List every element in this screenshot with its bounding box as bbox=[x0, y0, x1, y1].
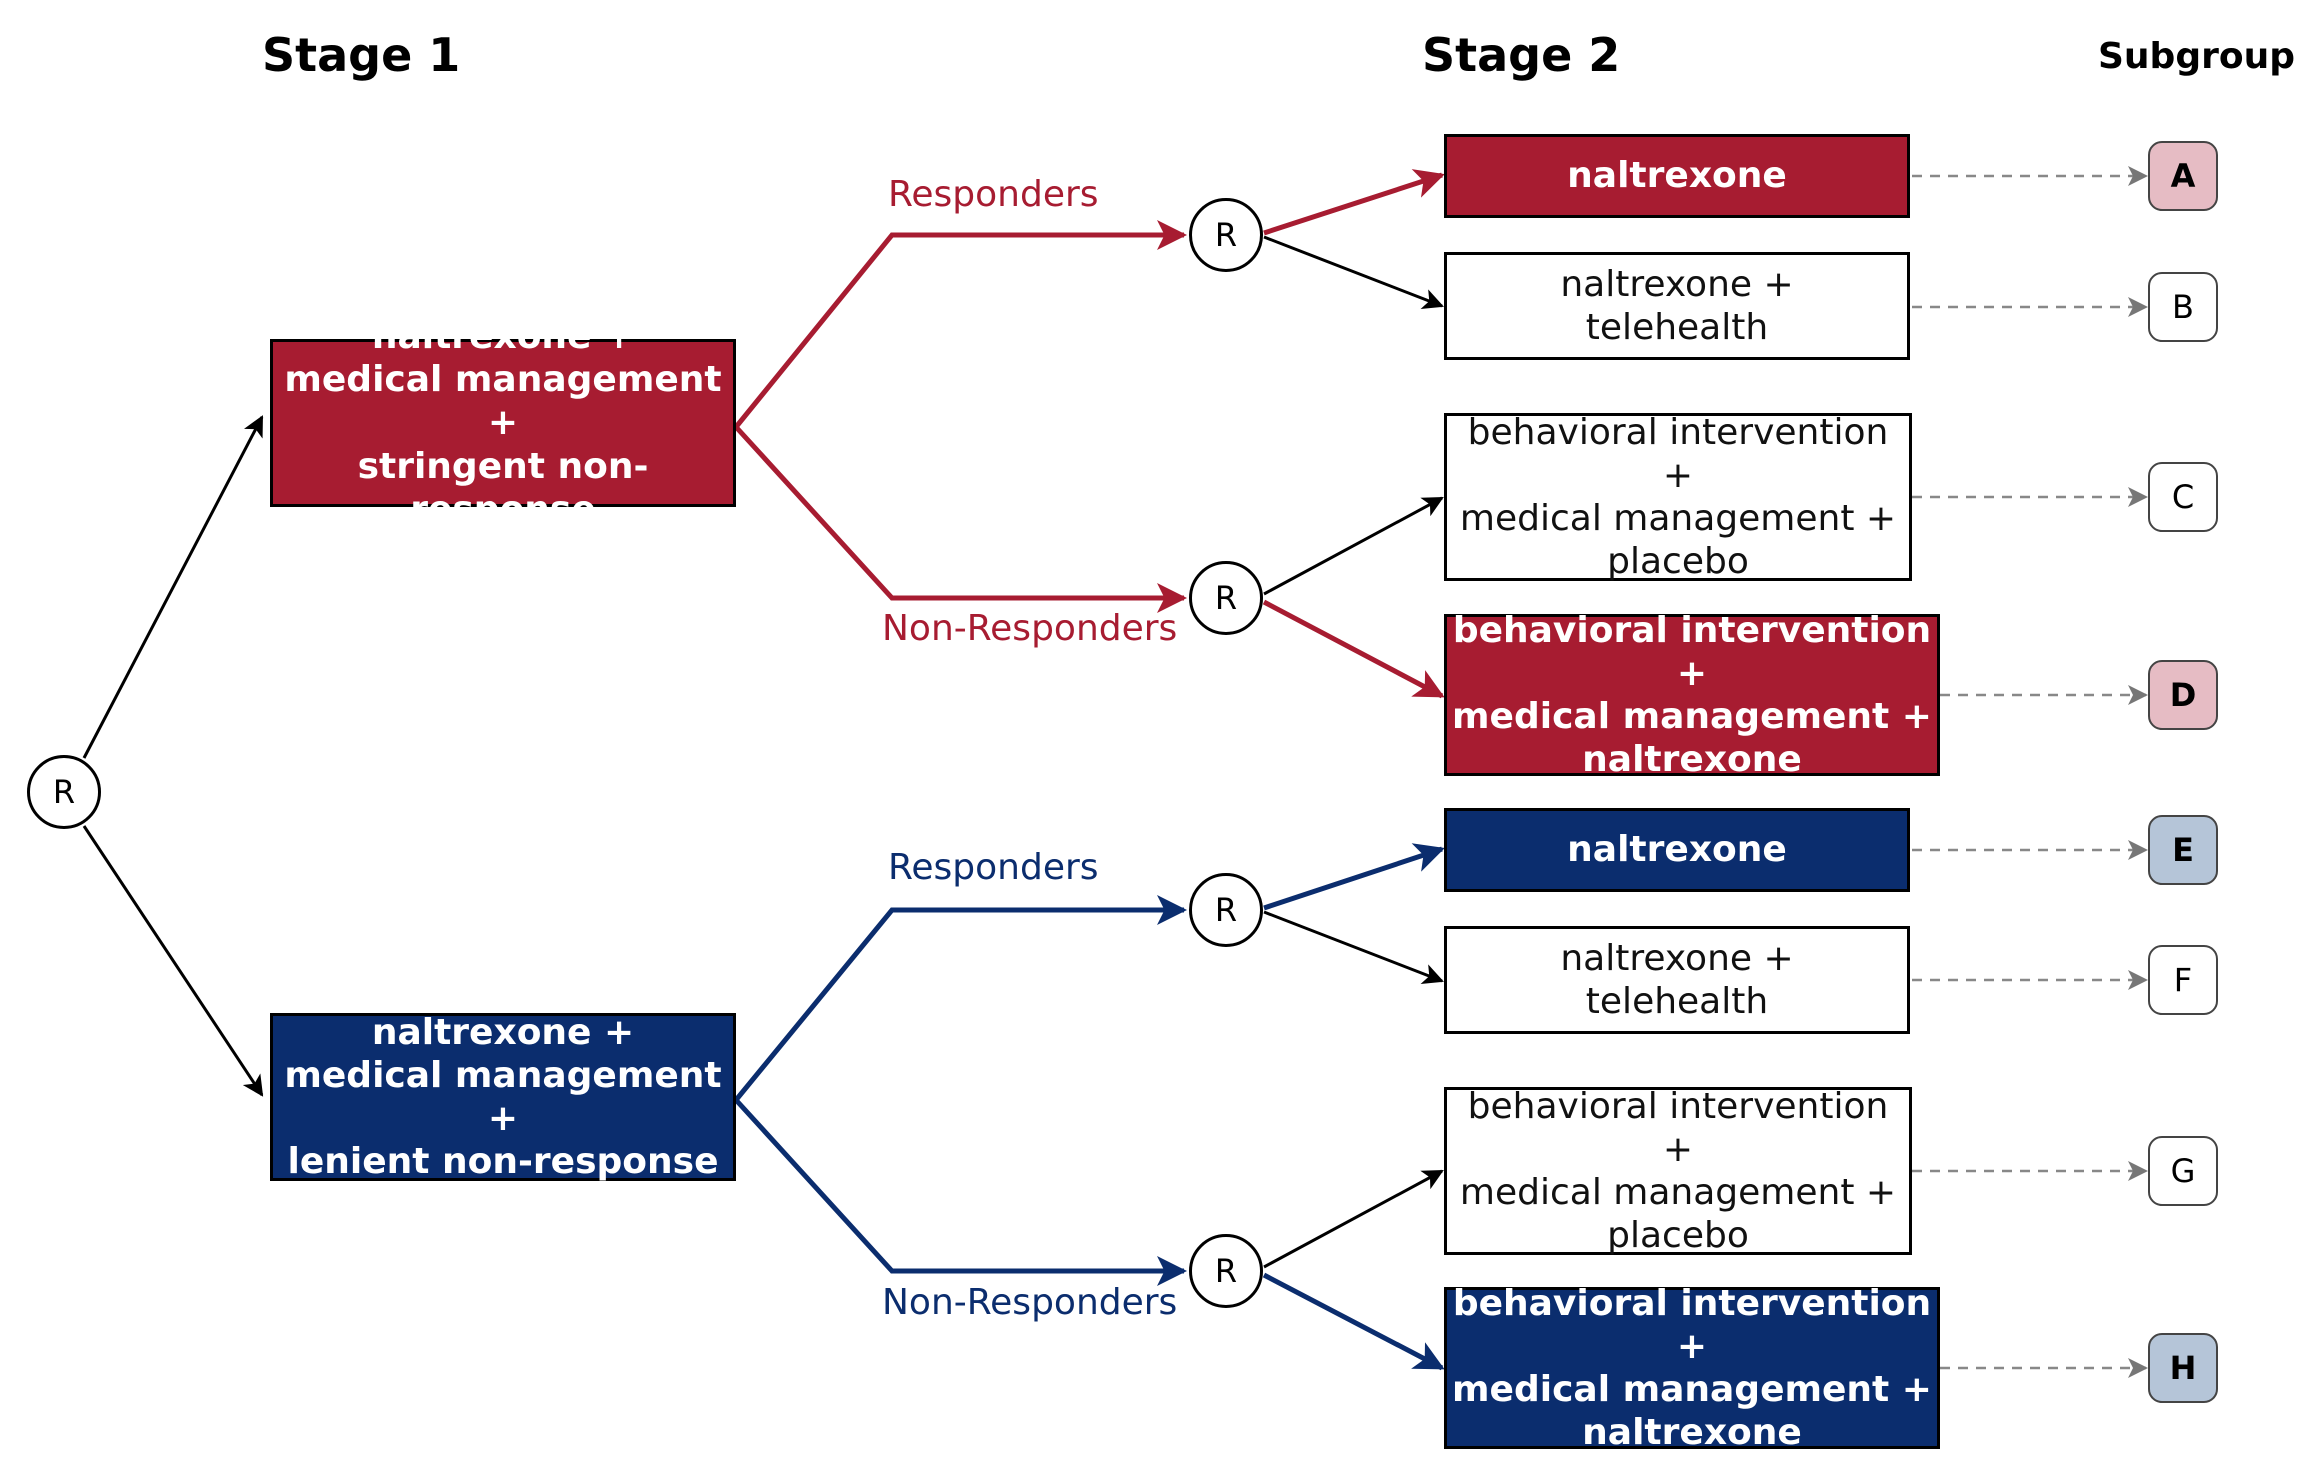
subgroup-badge-c: C bbox=[2148, 462, 2218, 532]
randomization-node-lenient-nonresponders: R bbox=[1189, 1234, 1263, 1308]
arrow-to-c bbox=[1263, 496, 1444, 596]
stage2-box-a-label: naltrexone bbox=[1567, 155, 1787, 197]
label-stringent-responders: Responders bbox=[888, 174, 1099, 215]
arrow-to-b bbox=[1263, 235, 1444, 309]
stage2-box-f: naltrexone + telehealth bbox=[1444, 926, 1910, 1034]
label-stringent-nonresponders: Non-Responders bbox=[882, 608, 1178, 649]
stage2-box-e-label: naltrexone bbox=[1567, 829, 1787, 871]
stage2-box-d: behavioral intervention + medical manage… bbox=[1444, 610, 1940, 780]
stage1-box-stringent: naltrexone + medical management + string… bbox=[270, 316, 736, 530]
stage2-box-b: naltrexone + telehealth bbox=[1444, 252, 1910, 360]
randomization-node-lenient-responders: R bbox=[1189, 873, 1263, 947]
arrow-to-d bbox=[1262, 599, 1445, 699]
subgroup-badge-g: G bbox=[2148, 1136, 2218, 1206]
stage2-box-c-label: behavioral intervention + medical manage… bbox=[1459, 411, 1897, 583]
branch-lenient-nonresponders bbox=[734, 1098, 1187, 1286]
stage2-box-g: behavioral intervention + medical manage… bbox=[1444, 1085, 1912, 1257]
subgroup-badge-b: B bbox=[2148, 272, 2218, 342]
stage1-box-lenient-label: naltrexone + medical management + lenien… bbox=[284, 1011, 722, 1183]
stage1-box-lenient: naltrexone + medical management + lenien… bbox=[270, 1011, 736, 1183]
branch-stringent-responders bbox=[734, 220, 1187, 429]
stage2-box-g-label: behavioral intervention + medical manage… bbox=[1459, 1085, 1897, 1257]
arrow-to-e bbox=[1263, 843, 1445, 911]
label-lenient-nonresponders: Non-Responders bbox=[882, 1282, 1178, 1323]
stage2-box-d-label: behavioral intervention + medical manage… bbox=[1452, 609, 1932, 781]
arrow-to-a bbox=[1263, 169, 1445, 236]
stage2-box-b-label: naltrexone + telehealth bbox=[1560, 263, 1794, 348]
subgroup-badge-d: D bbox=[2148, 660, 2218, 730]
randomization-node-stringent-nonresponders: R bbox=[1189, 561, 1263, 635]
arrow-to-h bbox=[1262, 1272, 1445, 1371]
stage2-box-c: behavioral intervention + medical manage… bbox=[1444, 411, 1912, 583]
subgroup-badge-a: A bbox=[2148, 141, 2218, 211]
branch-lenient-responders bbox=[734, 895, 1187, 1102]
subgroup-header: Subgroup bbox=[2098, 36, 2295, 77]
stage2-box-h: behavioral intervention + medical manage… bbox=[1444, 1283, 1940, 1453]
arrow-to-stringent bbox=[82, 415, 264, 759]
randomization-node-initial: R bbox=[27, 755, 101, 829]
arrow-to-lenient bbox=[82, 825, 264, 1097]
label-lenient-responders: Responders bbox=[888, 847, 1099, 888]
stage1-header: Stage 1 bbox=[262, 28, 461, 82]
subgroup-badge-e: E bbox=[2148, 815, 2218, 885]
arrow-to-f bbox=[1263, 910, 1444, 984]
stage2-box-f-label: naltrexone + telehealth bbox=[1560, 937, 1794, 1022]
stage2-box-e: naltrexone bbox=[1444, 808, 1910, 892]
branch-stringent-nonresponders bbox=[734, 425, 1187, 613]
stage2-box-h-label: behavioral intervention + medical manage… bbox=[1452, 1282, 1932, 1454]
randomization-node-stringent-responders: R bbox=[1189, 198, 1263, 272]
arrow-to-g bbox=[1263, 1169, 1444, 1269]
stage2-box-a: naltrexone bbox=[1444, 134, 1910, 218]
stage2-header: Stage 2 bbox=[1422, 28, 1621, 82]
stage1-box-stringent-label: naltrexone + medical management + string… bbox=[284, 316, 722, 530]
subgroup-badge-f: F bbox=[2148, 945, 2218, 1015]
subgroup-badge-h: H bbox=[2148, 1333, 2218, 1403]
